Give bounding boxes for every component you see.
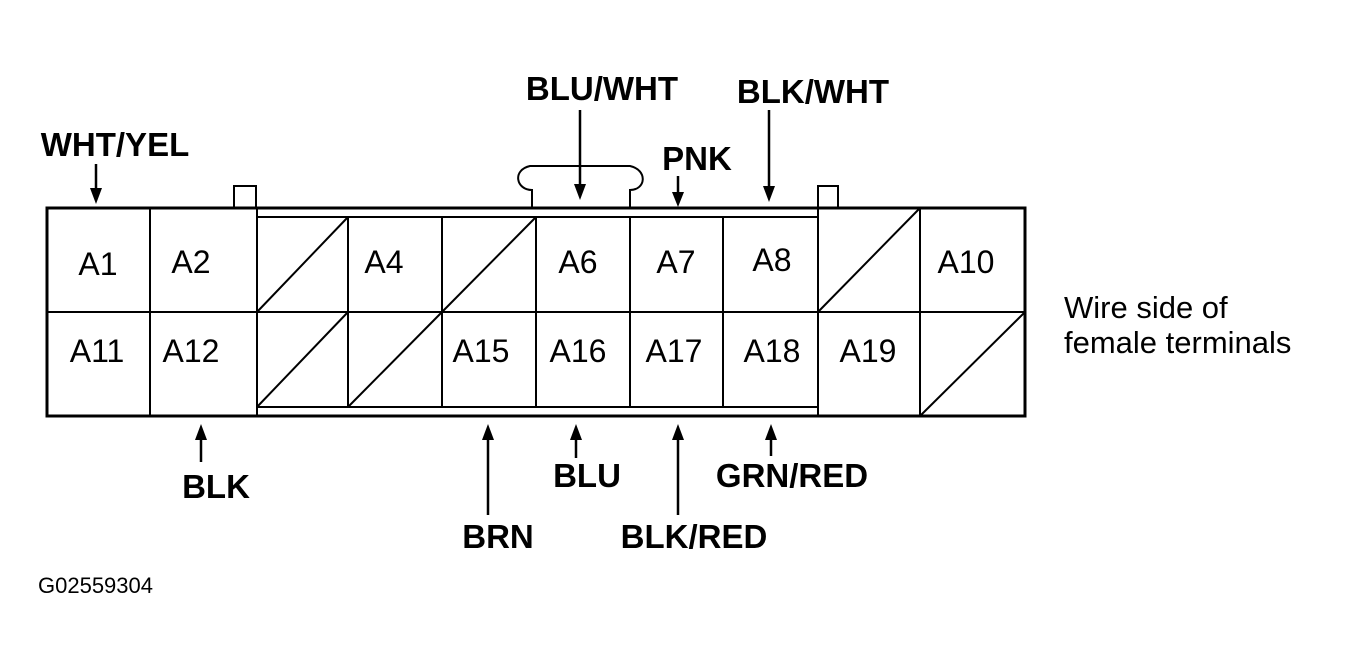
arrow-up-icon: [570, 424, 582, 440]
pin-a10: A10: [938, 244, 995, 280]
wire-label-blk-red: BLK/RED: [621, 518, 768, 555]
wire-label-blk-wht: BLK/WHT: [737, 73, 889, 110]
wire-label-wht-yel: WHT/YEL: [41, 126, 189, 163]
pin-a12: A12: [163, 333, 220, 369]
figure-code: G02559304: [38, 573, 153, 598]
arrow-up-icon: [672, 424, 684, 440]
pin-a4: A4: [364, 244, 403, 280]
wire-label-blu-wht: BLU/WHT: [526, 70, 678, 107]
connector-note: Wire side of female terminals: [1064, 290, 1291, 360]
arrow-down-icon: [763, 186, 775, 202]
arrow-down-icon: [574, 184, 586, 200]
pin-a8: A8: [752, 242, 791, 278]
pin-a11: A11: [70, 333, 125, 369]
pin-a7: A7: [656, 244, 695, 280]
note-line-1: Wire side of: [1064, 290, 1228, 325]
pin-a15: A15: [453, 333, 510, 369]
top-wire-callouts: WHT/YEL BLU/WHT PNK BLK/WHT: [41, 70, 889, 207]
locking-tabs: [233, 165, 839, 208]
pin-a19: A19: [840, 333, 897, 369]
wire-label-brn: BRN: [462, 518, 534, 555]
connector-body: [45, 206, 1027, 418]
pin-a6: A6: [558, 244, 597, 280]
arrow-down-icon: [672, 192, 684, 207]
bottom-row-pins: A11 A12 A15 A16 A17 A18 A19: [70, 333, 897, 369]
pin-a17: A17: [646, 333, 703, 369]
empty-cavities: [256, 207, 1026, 417]
note-line-2: female terminals: [1064, 325, 1291, 360]
pin-a16: A16: [550, 333, 607, 369]
arrow-up-icon: [482, 424, 494, 440]
pin-a1: A1: [78, 246, 117, 282]
arrow-up-icon: [195, 424, 207, 440]
arrow-down-icon: [90, 188, 102, 204]
pin-a2: A2: [171, 244, 210, 280]
wire-label-blu: BLU: [553, 457, 621, 494]
pin-a18: A18: [744, 333, 801, 369]
top-row-pins: A1 A2 A4 A6 A7 A8 A10: [78, 242, 994, 282]
wire-label-pnk: PNK: [662, 140, 732, 177]
wire-label-grn-red: GRN/RED: [716, 457, 868, 494]
arrow-up-icon: [765, 424, 777, 440]
wire-label-blk: BLK: [182, 468, 250, 505]
bottom-wire-callouts: BLK BRN BLU BLK/RED GRN/RED: [182, 424, 868, 555]
